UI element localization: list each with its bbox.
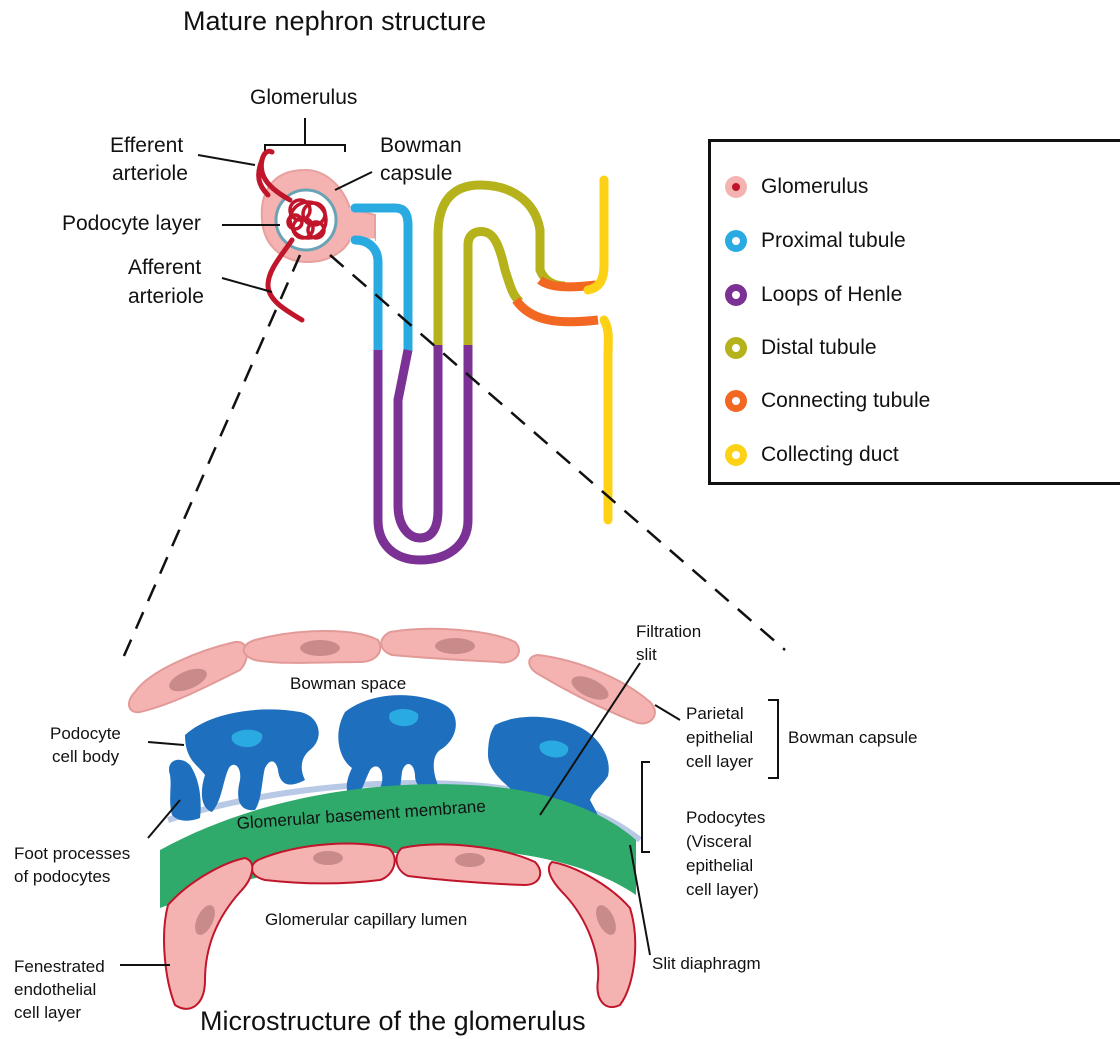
distal-swatch — [725, 337, 747, 359]
label-bowman-2: capsule — [380, 160, 452, 188]
proximal-swatch — [725, 230, 747, 252]
legend-item-henle: Loops of Henle — [725, 280, 902, 310]
collecting-duct — [588, 180, 608, 520]
label-efferent-2: arteriole — [112, 160, 188, 188]
label-afferent-1: Afferent — [128, 254, 201, 282]
label-foot-2: of podocytes — [14, 865, 110, 888]
label-glomerulus: Glomerulus — [250, 84, 357, 112]
loop-henle-outer — [378, 345, 468, 560]
label-bowman-1: Bowman — [380, 132, 462, 160]
connecting-swatch — [725, 390, 747, 412]
label-fenestrated-1: Fenestrated — [14, 955, 105, 978]
legend-item-proximal: Proximal tubule — [725, 226, 906, 256]
label-podocyte-body-2: cell body — [52, 745, 119, 768]
label-filtration-2: slit — [636, 643, 657, 666]
glomerulus-bracket — [265, 118, 345, 152]
label-podocytes-1: Podocytes — [686, 806, 765, 829]
henle-swatch — [725, 284, 747, 306]
label-podocytes-4: cell layer) — [686, 878, 759, 901]
zoom-line-left — [120, 255, 300, 665]
bottom-title: Microstructure of the glomerulus — [200, 1006, 586, 1037]
label-bowman-capsule: Bowman capsule — [788, 726, 917, 749]
connecting-tubule-lower — [516, 300, 598, 322]
label-parietal-2: epithelial — [686, 726, 753, 749]
label-parietal-1: Parietal — [686, 702, 744, 725]
label-efferent-1: Efferent — [110, 132, 183, 160]
legend-item-glomerulus: Glomerulus — [725, 172, 868, 202]
label-podocyte-body-1: Podocyte — [50, 722, 121, 745]
label-fenestrated-3: cell layer — [14, 1001, 81, 1024]
label-parietal-3: cell layer — [686, 750, 753, 773]
legend: Glomerulus Proximal tubule Loops of Henl… — [708, 139, 1120, 485]
legend-item-distal: Distal tubule — [725, 333, 877, 363]
distal-tubule-inner — [468, 232, 520, 345]
label-podocyte-layer: Podocyte layer — [62, 210, 201, 238]
label-slit-diaphragm: Slit diaphragm — [652, 952, 761, 975]
legend-label: Collecting duct — [761, 443, 899, 467]
label-podocytes-2: (Visceral — [686, 830, 752, 853]
label-afferent-2: arteriole — [128, 283, 204, 311]
top-title: Mature nephron structure — [183, 6, 486, 37]
label-foot-1: Foot processes — [14, 842, 130, 865]
legend-item-collecting: Collecting duct — [725, 440, 899, 470]
glomerulus-swatch — [725, 176, 747, 198]
label-podocytes-3: epithelial — [686, 854, 753, 877]
label-fenestrated-2: endothelial — [14, 978, 96, 1001]
label-filtration-1: Filtration — [636, 620, 701, 643]
legend-label: Proximal tubule — [761, 229, 906, 253]
collecting-swatch — [725, 444, 747, 466]
legend-item-connecting: Connecting tubule — [725, 386, 930, 416]
loop-henle-inner — [398, 345, 438, 538]
legend-label: Connecting tubule — [761, 389, 930, 413]
legend-label: Distal tubule — [761, 336, 877, 360]
proximal-tubule-inner — [355, 240, 378, 350]
legend-label: Loops of Henle — [761, 283, 902, 307]
legend-label: Glomerulus — [761, 175, 868, 199]
label-lumen: Glomerular capillary lumen — [265, 908, 467, 931]
label-bowman-space: Bowman space — [290, 672, 406, 695]
